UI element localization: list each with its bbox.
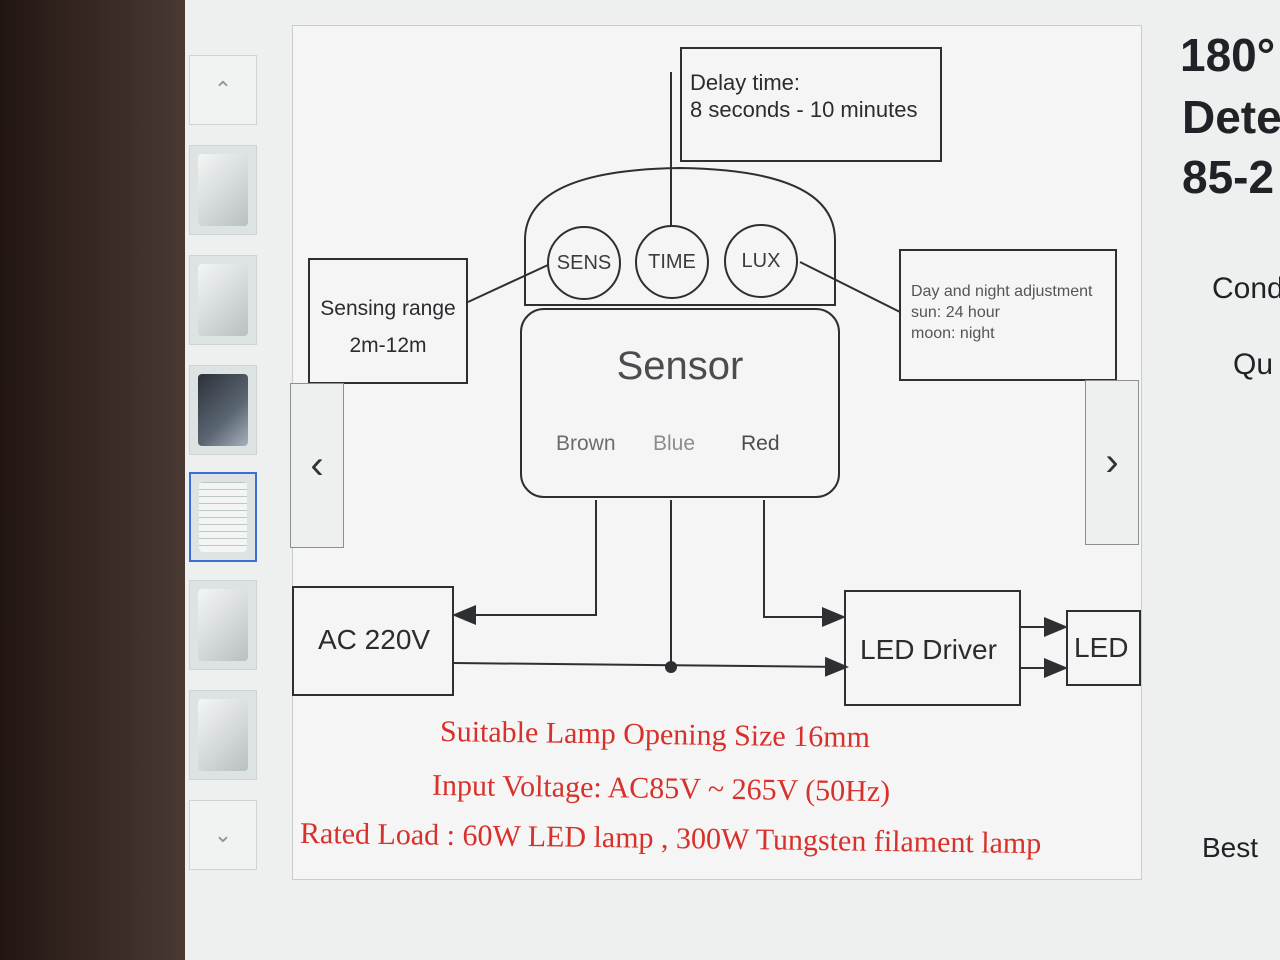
delay-time-box: Delay time: 8 seconds - 10 minutes bbox=[680, 47, 942, 162]
delay-time-title: Delay time: bbox=[690, 70, 801, 95]
led-driver-label: LED Driver bbox=[860, 634, 997, 665]
image-prev-button[interactable]: ‹ bbox=[290, 383, 344, 548]
led-label: LED bbox=[1074, 632, 1129, 663]
chevron-down-icon: ⌄ bbox=[213, 822, 233, 847]
thumbnail-item[interactable] bbox=[189, 690, 257, 780]
option-condition[interactable]: Cond bbox=[1212, 272, 1280, 305]
thumbnail-scroll-down-button[interactable]: ⌄ bbox=[189, 800, 257, 870]
chevron-left-icon: ‹ bbox=[310, 443, 324, 487]
sensor-label: Sensor bbox=[616, 344, 744, 388]
image-next-button[interactable]: › bbox=[1085, 380, 1139, 545]
best-offer-link[interactable]: Best bbox=[1202, 832, 1259, 863]
chevron-right-icon: › bbox=[1105, 440, 1119, 484]
thumbnail-item[interactable] bbox=[189, 145, 257, 235]
thumbnail-item[interactable] bbox=[189, 580, 257, 670]
background-edge bbox=[0, 0, 190, 960]
day-night-box: Day and night adjustment sun: 24 hour mo… bbox=[899, 249, 1117, 381]
ac-220v-label: AC 220V bbox=[318, 624, 431, 655]
product-title-line1: 180° bbox=[1180, 29, 1276, 81]
sensing-range-value: 2m-12m bbox=[349, 334, 427, 357]
delay-time-value: 8 seconds - 10 minutes bbox=[690, 97, 918, 122]
wire-blue-label: Blue bbox=[653, 432, 696, 455]
knob-time: TIME bbox=[635, 225, 709, 299]
led-driver-box: LED Driver bbox=[844, 590, 1021, 706]
ac-220v-box: AC 220V bbox=[292, 586, 454, 696]
chevron-up-icon: ⌃ bbox=[213, 77, 233, 102]
spec-input-voltage: Input Voltage: AC85V ~ 265V (50Hz) bbox=[431, 768, 891, 809]
day-night-moon: moon: night bbox=[911, 325, 995, 342]
sensing-range-box: Sensing range 2m-12m bbox=[308, 258, 468, 384]
day-night-title: Day and night adjustment bbox=[911, 283, 1093, 300]
spec-lamp-opening: Suitable Lamp Opening Size 16mm bbox=[439, 715, 871, 754]
led-box: LED bbox=[1066, 610, 1141, 686]
thumbnail-strip: ⌃ ⌄ bbox=[185, 50, 265, 870]
sensing-range-title: Sensing range bbox=[320, 297, 456, 320]
product-title-line3: 85-2 bbox=[1182, 151, 1275, 203]
thumbnail-scroll-up-button[interactable]: ⌃ bbox=[189, 55, 257, 125]
thumbnail-item-active[interactable] bbox=[189, 472, 257, 562]
option-quantity[interactable]: Qu bbox=[1233, 348, 1274, 381]
wire-red-label: Red bbox=[741, 432, 780, 455]
day-night-sun: sun: 24 hour bbox=[911, 304, 1000, 321]
product-title-line2: Dete bbox=[1182, 91, 1280, 143]
sensor-body: Sensor Brown Blue Red bbox=[520, 308, 840, 498]
wire-brown-label: Brown bbox=[556, 432, 616, 455]
thumbnail-item[interactable] bbox=[189, 255, 257, 345]
knob-sens: SENS bbox=[547, 226, 621, 300]
knob-lux: LUX bbox=[724, 224, 798, 298]
thumbnail-item[interactable] bbox=[189, 365, 257, 455]
